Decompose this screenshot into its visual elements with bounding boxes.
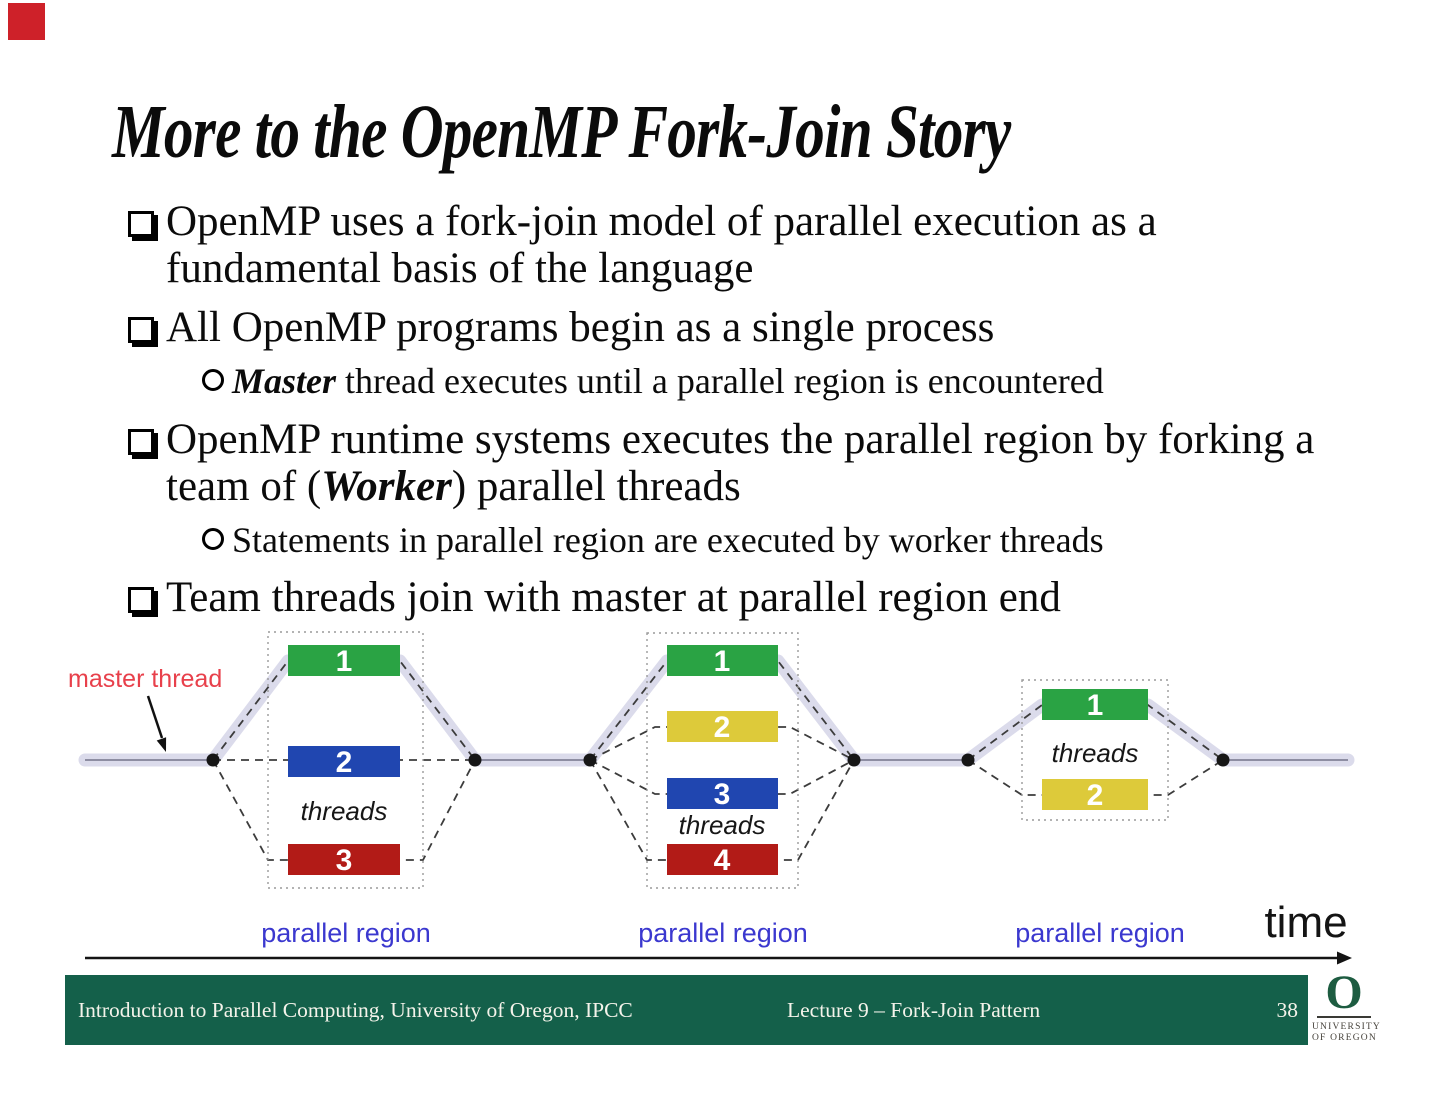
threads-label: threads (679, 810, 766, 840)
parallel-region-outlines (267, 631, 1169, 889)
thread-number: 3 (336, 844, 353, 877)
bullet-text-emph: Master (232, 361, 337, 401)
bullet-text: Statements in parallel region are execut… (232, 520, 1104, 560)
university-of-oregon-logo: O UNIVERSITY OF OREGON (1312, 966, 1381, 1050)
thread-box-yellow (667, 711, 778, 742)
thread-number: 1 (336, 645, 353, 678)
bullet-text: All OpenMP programs begin as a single pr… (166, 304, 995, 351)
bullet-text: OpenMP uses a fork-join model of paralle… (166, 198, 1157, 292)
logo-university-text: UNIVERSITY (1312, 1022, 1381, 1032)
master-thread-arrow (146, 695, 167, 752)
region-1-threads: 1 2 3 threads parallel region (261, 645, 431, 948)
square-bullet-icon (128, 211, 154, 237)
square-bullet-icon (128, 587, 154, 613)
threads-label: threads (301, 796, 388, 826)
thread-number: 3 (714, 778, 731, 811)
parallel-region-label: parallel region (261, 918, 431, 948)
logo-o-letter: O (1325, 966, 1363, 1019)
thread-box-yellow (1042, 779, 1148, 810)
region-3-threads: 1 2 threads parallel region (1015, 689, 1185, 948)
thread-number: 4 (714, 844, 731, 877)
thread-box-green (667, 645, 778, 676)
logo-of-oregon-text: OF OREGON (1312, 1033, 1377, 1043)
thread-box-green (288, 645, 400, 676)
bullet-text: OpenMP runtime systems executes the para… (166, 416, 1315, 510)
bullet-text: Team threads join with master at paralle… (166, 574, 1061, 621)
parallel-region-label: parallel region (638, 918, 808, 948)
thread-box-red (288, 844, 400, 875)
footer-bar: Introduction to Parallel Computing, Univ… (65, 975, 1308, 1045)
logo-divider (1317, 1016, 1371, 1018)
page-title: More to the OpenMP Fork-Join Story (112, 90, 1011, 174)
thread-number: 1 (1087, 689, 1104, 722)
fork-join-points (206, 753, 1230, 767)
threads-label: threads (1052, 738, 1139, 768)
footer-course-title: Introduction to Parallel Computing, Univ… (78, 998, 633, 1022)
square-bullet-icon (128, 429, 154, 455)
footer-lecture-title: Lecture 9 – Fork-Join Pattern (787, 998, 1041, 1022)
thread-box-green (1042, 689, 1148, 720)
bullet-text-emph: Worker (321, 463, 452, 510)
region-2-threads: 1 2 3 4 threads parallel region (638, 645, 808, 948)
thread-number: 2 (714, 711, 731, 744)
master-thread-label: master thread (68, 665, 222, 693)
thread-box-blue (288, 746, 400, 777)
sub-bullet-item: Master thread executes until a parallel … (118, 360, 1408, 402)
time-axis-label: time (1264, 898, 1347, 947)
square-bullet-icon (128, 317, 154, 343)
thread-number: 2 (336, 746, 353, 779)
bullet-text: ) parallel threads (451, 463, 741, 510)
thread-number: 2 (1087, 779, 1104, 812)
bullet-item: OpenMP uses a fork-join model of paralle… (118, 198, 1342, 292)
time-axis-arrow (85, 951, 1352, 965)
bullet-text: thread executes until a parallel region … (336, 361, 1104, 401)
corner-marker (8, 3, 45, 40)
page-number: 38 (1276, 998, 1299, 1022)
thread-box-blue (667, 778, 778, 809)
sub-bullet-item: Statements in parallel region are execut… (118, 519, 1408, 561)
parallel-region-label: parallel region (1015, 918, 1185, 948)
fork-join-diagram: 1 2 3 threads parallel region 1 2 3 4 th… (68, 631, 1355, 965)
thread-box-red (667, 844, 778, 875)
thread-number: 1 (714, 645, 731, 678)
bullet-item: Team threads join with master at paralle… (118, 574, 1342, 621)
circle-bullet-icon (202, 528, 224, 550)
circle-bullet-icon (202, 369, 224, 391)
bullet-item: All OpenMP programs begin as a single pr… (118, 304, 1342, 351)
bullet-item: OpenMP runtime systems executes the para… (118, 416, 1342, 510)
